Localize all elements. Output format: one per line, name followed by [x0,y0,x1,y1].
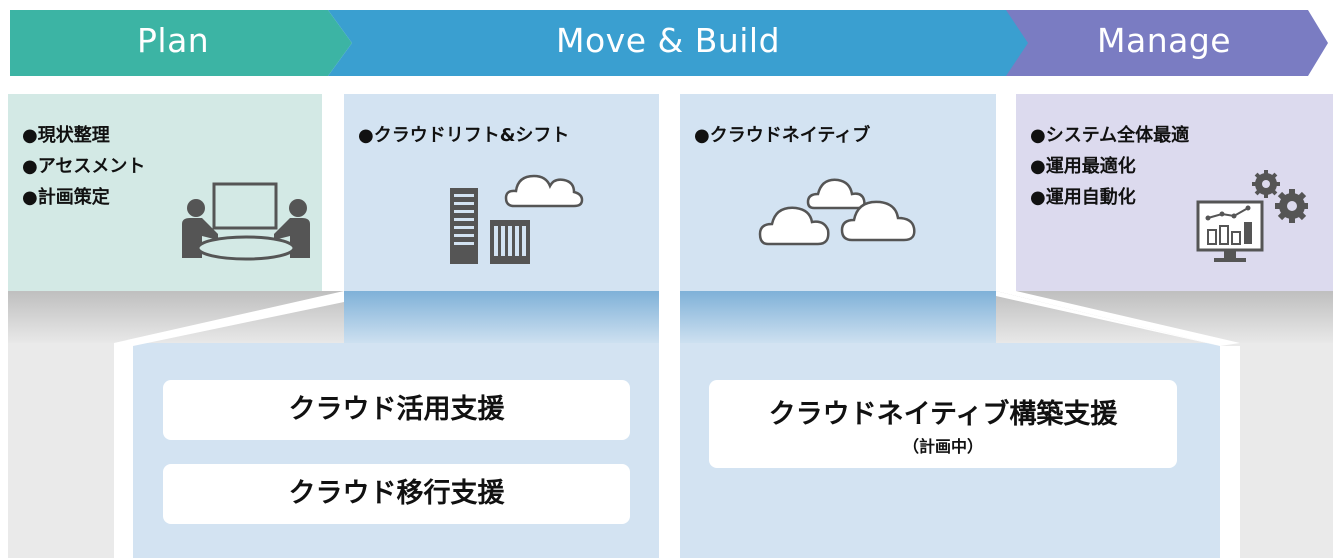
phase-manage-arrow [1006,10,1328,76]
service-card-title: クラウド移行支援 [288,478,505,509]
lift-shift-item: ●クラウドリフト&シフト [358,125,570,146]
manage-item-list: ●システム全体最適 ●運用最適化 ●運用自動化 [1030,120,1189,213]
service-card-title: クラウドネイティブ構築支援 [768,399,1118,430]
plan-item: ●アセスメント [22,156,146,177]
service-card-cloud-migration: クラウド移行支援 [163,464,630,524]
monitor-gears-icon [1196,170,1308,262]
phase-plan-label: Plan [137,21,210,60]
manage-item: ●運用自動化 [1030,187,1136,208]
clouds-icon [758,178,916,246]
lift-shift-item-list: ●クラウドリフト&シフト [358,120,569,151]
phase-move-build-arrow [328,10,1030,76]
phase-plan-arrow [10,10,352,76]
phase-manage-label: Manage [1097,21,1232,60]
server-cloud-icon [450,174,584,264]
service-card-title: クラウド活用支援 [288,394,505,425]
plan-item-list: ●現状整理 ●アセスメント ●計画策定 [22,120,145,213]
service-card-cloud-utilization: クラウド活用支援 [163,380,630,440]
manage-item: ●運用最適化 [1030,156,1136,177]
manage-column [1016,94,1333,291]
service-card-note: （計画中） [902,437,983,456]
plan-item: ●現状整理 [22,125,110,146]
manage-item: ●システム全体最適 [1030,125,1190,146]
meeting-icon [182,182,310,261]
phase-banner [10,10,1328,76]
phase-move-build-label: Move & Build [556,21,781,60]
service-card-cloud-native: クラウドネイティブ構築支援 （計画中） [709,380,1177,468]
plan-item: ●計画策定 [22,187,110,208]
native-item-list: ●クラウドネイティブ [694,120,870,151]
native-item: ●クラウドネイティブ [694,125,871,146]
